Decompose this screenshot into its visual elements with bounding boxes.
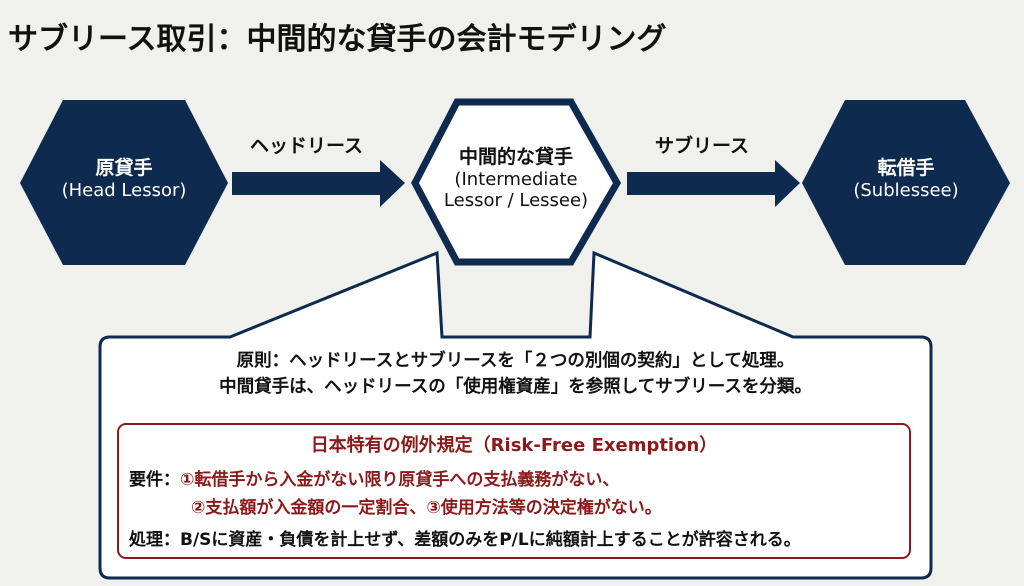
intermediate-jp: 中間的な貸手 (458, 146, 573, 168)
head-lease-arrow (232, 160, 405, 207)
page-title: サブリース取引：中間的な貸手の会計モデリング (8, 22, 667, 57)
treatment-label: 処理： (129, 530, 180, 550)
sublease-label: サブリース (655, 135, 750, 157)
intermediate-label: 中間的な貸手 (Intermediate Lessor / Lessee) (415, 146, 617, 212)
head-lessor-en: (Head Lessor) (61, 179, 187, 201)
head-lessor-jp: 原貸手 (95, 157, 153, 179)
callout-notch (440, 254, 592, 335)
requirement-line-1: ①転借手から入金がない限り原貸手への支払義務がない、 (180, 470, 620, 490)
head-lease-label: ヘッドリース (250, 135, 364, 157)
sublessee-node (802, 100, 1010, 265)
principle-line-2: 中間貸手は、ヘッドリースの「使用権資産」を参照してサブリースを分類。 (219, 377, 812, 397)
sublessee-en: (Sublessee) (853, 179, 959, 201)
requirements-label: 要件： (129, 470, 180, 490)
head-lessor-node (20, 100, 228, 265)
intermediate-en-line2: Lessor / Lessee) (443, 190, 589, 212)
sublessee-jp: 転借手 (877, 157, 935, 179)
requirements-row-2: ②支払額が入金額の一定割合、③使用方法等の決定権がない。 (191, 493, 662, 518)
sublessee-label: 転借手 (Sublessee) (802, 157, 1010, 201)
sublease-arrow (627, 160, 800, 207)
exemption-box: 日本特有の例外規定（Risk-Free Exemption） 要件：①転借手から… (117, 423, 911, 559)
treatment-text: B/Sに資産・負債を計上せず、差額のみをP/Lに純額計上することが許容される。 (180, 530, 801, 550)
head-lessor-label: 原貸手 (Head Lessor) (20, 157, 228, 201)
principle-line-1: 原則：ヘッドリースとサブリースを「２つの別個の契約」として処理。 (236, 351, 795, 371)
intermediate-node (411, 98, 622, 266)
requirements-row-1: 要件：①転借手から入金がない限り原貸手への支払義務がない、 (129, 465, 619, 490)
treatment-row: 処理：B/Sに資産・負債を計上せず、差額のみをP/Lに純額計上することが許容され… (129, 525, 801, 550)
principle-text: 原則：ヘッドリースとサブリースを「２つの別個の契約」として処理。 中間貸手は、ヘ… (100, 348, 931, 400)
requirement-line-2: ②支払額が入金額の一定割合、③使用方法等の決定権がない。 (191, 498, 662, 518)
intermediate-en-line1: (Intermediate (454, 168, 578, 190)
exemption-title: 日本特有の例外規定（Risk-Free Exemption） (310, 435, 718, 456)
